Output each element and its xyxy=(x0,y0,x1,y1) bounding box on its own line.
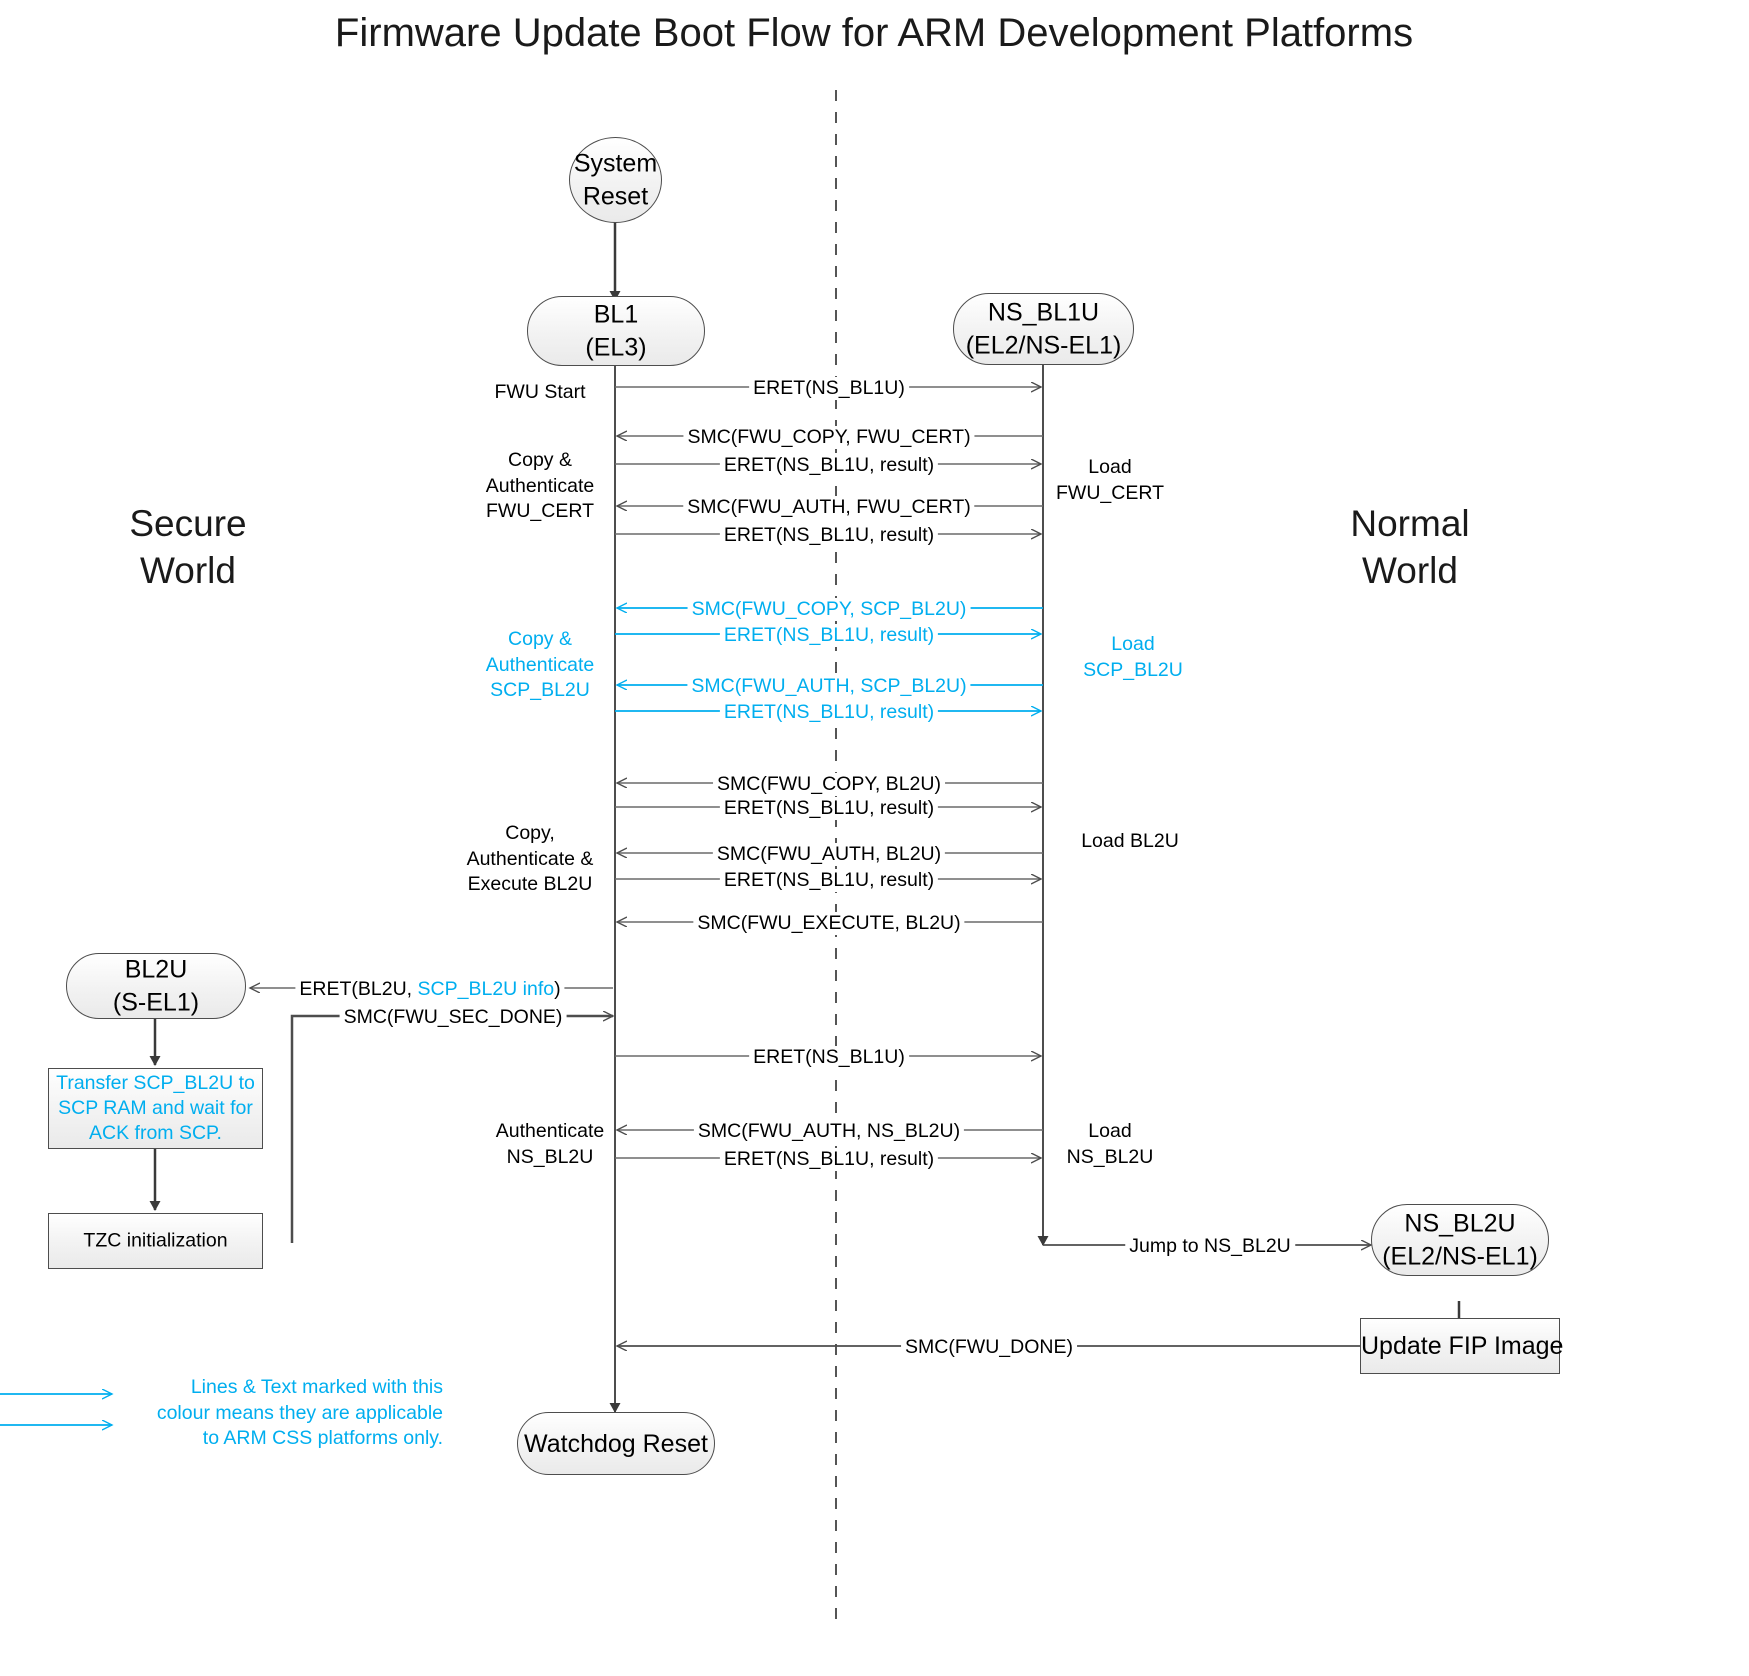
message-label: SMC(FWU_COPY, SCP_BL2U) xyxy=(687,598,971,621)
message-label: SMC(FWU_EXECUTE, BL2U) xyxy=(693,912,965,935)
eret-bl2u-prefix: ERET(BL2U, xyxy=(299,978,418,1000)
message-label: ERET(NS_BL1U, result) xyxy=(719,797,939,820)
node-system-reset-label: System Reset xyxy=(573,149,658,211)
node-watchdog-reset-label: Watchdog Reset xyxy=(524,1429,708,1458)
left-annotation: Copy & Authenticate FWU_CERT xyxy=(485,449,595,523)
node-bl2u[interactable]: BL2U (S-EL1) xyxy=(66,953,246,1019)
page-title: Firmware Update Boot Flow for ARM Develo… xyxy=(334,11,1414,55)
node-bl2u-label: BL2U (S-EL1) xyxy=(112,955,200,1017)
box-tzc-initialization-label: TZC initialization xyxy=(83,1229,228,1252)
legend-text: Lines & Text marked with this colour mea… xyxy=(156,1376,443,1450)
message-label: ERET(NS_BL1U, result) xyxy=(719,524,939,547)
node-bl1-label: BL1 (EL3) xyxy=(585,300,647,362)
message-label: ERET(NS_BL1U, result) xyxy=(719,624,939,647)
eret-bl2u-suffix: ) xyxy=(554,978,561,1000)
message-label: SMC(FWU_AUTH, FWU_CERT) xyxy=(683,496,975,519)
box-update-fip-image-label: Update FIP Image xyxy=(1361,1331,1564,1360)
box-update-fip-image[interactable]: Update FIP Image xyxy=(1360,1318,1564,1374)
left-annotation: Authenticate NS_BL2U xyxy=(495,1120,605,1168)
message-label: ERET(NS_BL1U, result) xyxy=(719,454,939,477)
secure-world-label: Secure World xyxy=(129,503,247,592)
right-annotation: Load SCP_BL2U xyxy=(1083,633,1183,681)
box-tzc-initialization[interactable]: TZC initialization xyxy=(48,1213,263,1269)
message-label: SMC(FWU_AUTH, NS_BL2U) xyxy=(693,1120,965,1143)
right-annotation: Load FWU_CERT xyxy=(1056,456,1164,504)
left-annotation: Copy, Authenticate & Execute BL2U xyxy=(466,822,594,896)
node-ns-bl2u[interactable]: NS_BL2U (EL2/NS-EL1) xyxy=(1371,1204,1549,1276)
message-label: SMC(FWU_AUTH, SCP_BL2U) xyxy=(687,675,971,698)
message-label: SMC(FWU_SEC_DONE) xyxy=(339,1006,567,1029)
message-label: ERET(NS_BL1U, result) xyxy=(719,701,939,724)
box-transfer-scp-bl2u[interactable]: Transfer SCP_BL2U to SCP RAM and wait fo… xyxy=(48,1068,263,1149)
left-annotation: FWU Start xyxy=(494,381,586,403)
message-label: ERET(NS_BL1U) xyxy=(749,1046,909,1069)
message-label: SMC(FWU_AUTH, BL2U) xyxy=(712,843,946,866)
message-label: SMC(FWU_COPY, BL2U) xyxy=(713,773,945,796)
node-system-reset[interactable]: System Reset xyxy=(569,137,662,223)
node-watchdog-reset[interactable]: Watchdog Reset xyxy=(517,1412,715,1475)
message-label: SMC(FWU_DONE) xyxy=(901,1336,1077,1359)
message-label: Jump to NS_BL2U xyxy=(1125,1235,1295,1258)
node-ns-bl1u-label: NS_BL1U (EL2/NS-EL1) xyxy=(965,298,1122,360)
right-annotation: Load BL2U xyxy=(1081,830,1179,852)
node-bl1[interactable]: BL1 (EL3) xyxy=(527,296,705,366)
eret-bl2u-highlight: SCP_BL2U info xyxy=(417,978,555,1000)
node-ns-bl2u-label: NS_BL2U (EL2/NS-EL1) xyxy=(1382,1209,1538,1271)
left-annotation: Copy & Authenticate SCP_BL2U xyxy=(485,628,595,702)
right-annotation: Load NS_BL2U xyxy=(1066,1120,1154,1168)
message-label: ERET(NS_BL1U) xyxy=(749,377,909,400)
normal-world-label: Normal World xyxy=(1350,503,1470,592)
box-transfer-scp-bl2u-label: Transfer SCP_BL2U to SCP RAM and wait fo… xyxy=(56,1071,255,1145)
node-ns-bl1u[interactable]: NS_BL1U (EL2/NS-EL1) xyxy=(953,293,1134,365)
message-label: SMC(FWU_COPY, FWU_CERT) xyxy=(683,426,975,449)
message-label-eret-bl2u: ERET(BL2U, SCP_BL2U info) xyxy=(295,978,565,1001)
message-label: ERET(NS_BL1U, result) xyxy=(719,869,939,892)
message-label: ERET(NS_BL1U, result) xyxy=(719,1148,939,1171)
